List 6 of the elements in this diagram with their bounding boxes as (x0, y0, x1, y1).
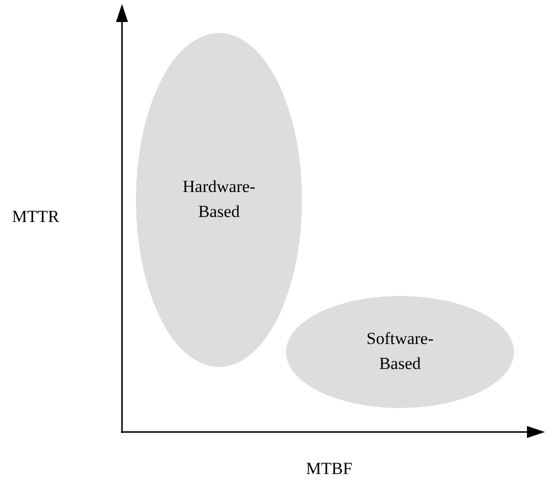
axis-label: MTTR (12, 207, 60, 227)
axis-label: MTBF (306, 459, 352, 479)
ellipse-region (286, 296, 514, 408)
region-label: Hardware- Based (182, 176, 256, 223)
region-label: Software- Based (365, 328, 435, 375)
ellipse-region (136, 33, 302, 367)
